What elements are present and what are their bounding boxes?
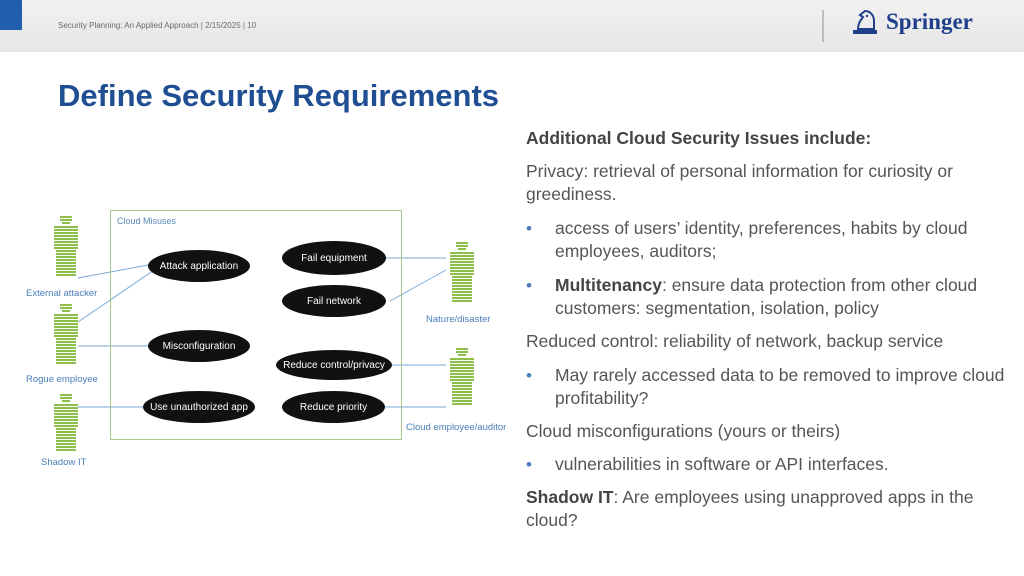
actor-figure-icon: [54, 304, 78, 364]
actor-figure-icon: [54, 394, 78, 451]
actor-label-nature-disaster: Nature/disaster: [426, 314, 491, 325]
use-case-attack-application: Attack application: [148, 250, 250, 282]
use-case-use-unauthorized-app: Use unauthorized app: [143, 391, 255, 423]
knight-chess-icon: [853, 9, 877, 34]
bullet-dot: •: [526, 366, 532, 385]
footer-text: Security Planning: An Applied Approach |…: [58, 21, 257, 30]
use-case-fail-equipment: Fail equipment: [282, 241, 386, 275]
privacy-paragraph: Privacy: retrieval of personal informati…: [526, 161, 953, 204]
misconfig-paragraph: Cloud misconfigurations (yours or theirs…: [526, 421, 841, 441]
slide-header: Security Planning: An Applied Approach |…: [0, 0, 1024, 52]
shadow-it-paragraph: Shadow IT: Are employees using unapprove…: [526, 487, 974, 530]
logo-text: Springer: [886, 9, 973, 34]
bullet-dot: •: [526, 276, 532, 295]
reduced-control-paragraph: Reduced control: reliability of network,…: [526, 331, 944, 351]
use-case-reduce-control-privacy: Reduce control/privacy: [276, 350, 392, 380]
actor-figure-icon: [450, 348, 474, 405]
slide-title: Define Security Requirements: [58, 78, 500, 113]
bullet-dot: •: [526, 455, 532, 474]
use-case-fail-network: Fail network: [282, 285, 386, 317]
actor-label-external-attacker: External attacker: [26, 288, 98, 299]
springer-logo: Springer: [852, 8, 973, 36]
actor-label-rogue-employee: Rogue employee: [26, 374, 98, 385]
use-case-diagram: Cloud Misuses Attack application Fail eq…: [0, 200, 520, 490]
logo-divider: [822, 10, 824, 42]
use-case-reduce-priority: Reduce priority: [282, 391, 385, 423]
system-boundary: [110, 210, 402, 440]
actor-figure-icon: [450, 242, 474, 302]
actor-label-shadow-it: Shadow IT: [41, 457, 87, 468]
actor-figure-icon: [54, 216, 78, 276]
section-heading: Additional Cloud Security Issues include…: [526, 128, 872, 148]
actor-label-cloud-employee-auditor: Cloud employee/auditor: [406, 422, 507, 433]
boundary-label: Cloud Misuses: [117, 216, 177, 226]
bullet-dot: •: [526, 219, 532, 238]
use-case-misconfiguration: Misconfiguration: [148, 330, 250, 362]
corner-accent: [0, 0, 22, 30]
